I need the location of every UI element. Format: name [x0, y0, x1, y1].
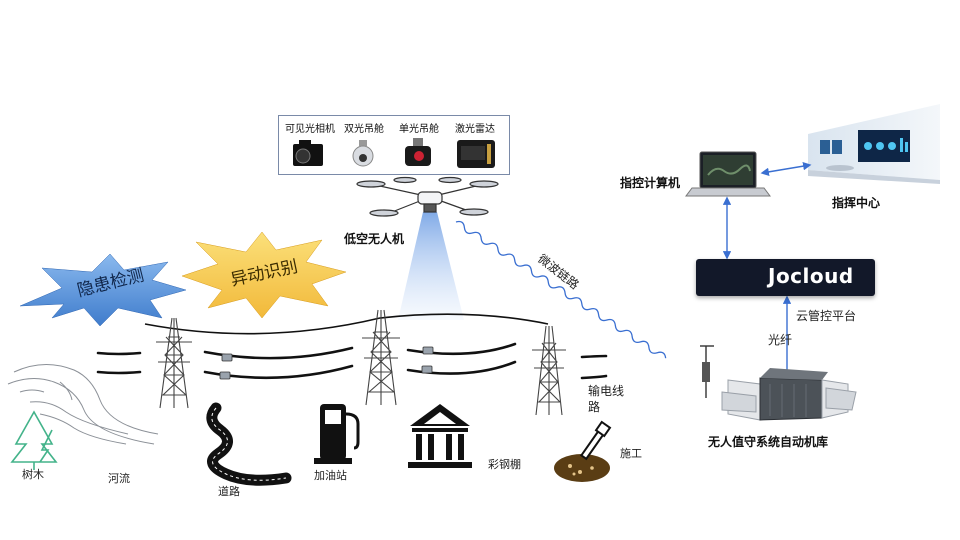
upper-conductor [144, 313, 549, 335]
command-computer-label: 指控计算机 [620, 176, 681, 190]
power-line-label-1: 输电线 [588, 384, 625, 398]
command-center-label: 指挥中心 [832, 196, 881, 210]
drone-icon [356, 176, 499, 217]
payload-lidar-label: 激光雷达 [455, 124, 495, 135]
lidar-icon [457, 140, 495, 168]
camera-icon [293, 140, 323, 166]
road-label: 道路 [218, 485, 240, 498]
payload-panel: 可见光相机 双光吊舱 单光吊舱 激光雷达 [278, 115, 510, 175]
hazard-badge-shape [19, 253, 187, 327]
jocloud-brand-text: Jocloud [768, 264, 854, 288]
gas-station-icon [314, 404, 360, 464]
anomaly-badge-shape [181, 231, 347, 319]
microwave-link [455, 220, 667, 359]
tree-icon [10, 410, 58, 470]
payload-icons [293, 138, 495, 168]
jocloud-platform-button[interactable] [696, 259, 875, 296]
construction-label: 施工 [620, 447, 642, 460]
drone-hangar-image [700, 345, 857, 421]
fiber-label: 光纤 [768, 333, 793, 347]
drone-label: 低空无人机 [344, 232, 405, 246]
power-line-label-2: 路 [588, 400, 601, 414]
river-label: 河流 [108, 472, 130, 485]
command-laptop-icon [685, 151, 771, 197]
road-icon [206, 402, 292, 486]
transmission-tower [156, 317, 192, 409]
cloud-platform-label: 云管控平台 [796, 309, 857, 323]
steel-shed-label: 彩钢棚 [488, 458, 521, 471]
payload-dual-gimbal-label: 双光吊舱 [344, 124, 384, 135]
river-landscape [7, 364, 159, 445]
line-spacers [219, 346, 434, 380]
tree-label: 树木 [22, 468, 44, 481]
transmission-tower [362, 309, 400, 406]
payload-visible-camera-label: 可见光相机 [285, 124, 335, 135]
gas-station-label: 加油站 [314, 469, 347, 482]
transmission-tower [532, 325, 566, 416]
sensor-beam [398, 212, 464, 320]
hangar-label: 无人值守系统自动机库 [708, 435, 829, 449]
construction-icon [554, 420, 612, 482]
dual-gimbal-icon [352, 140, 374, 167]
command-center-image [808, 104, 940, 184]
payload-single-gimbal-label: 单光吊舱 [399, 124, 439, 135]
single-gimbal-icon [405, 138, 431, 166]
laptop-center-connector [760, 161, 812, 177]
steel-shed-icon [408, 404, 472, 468]
